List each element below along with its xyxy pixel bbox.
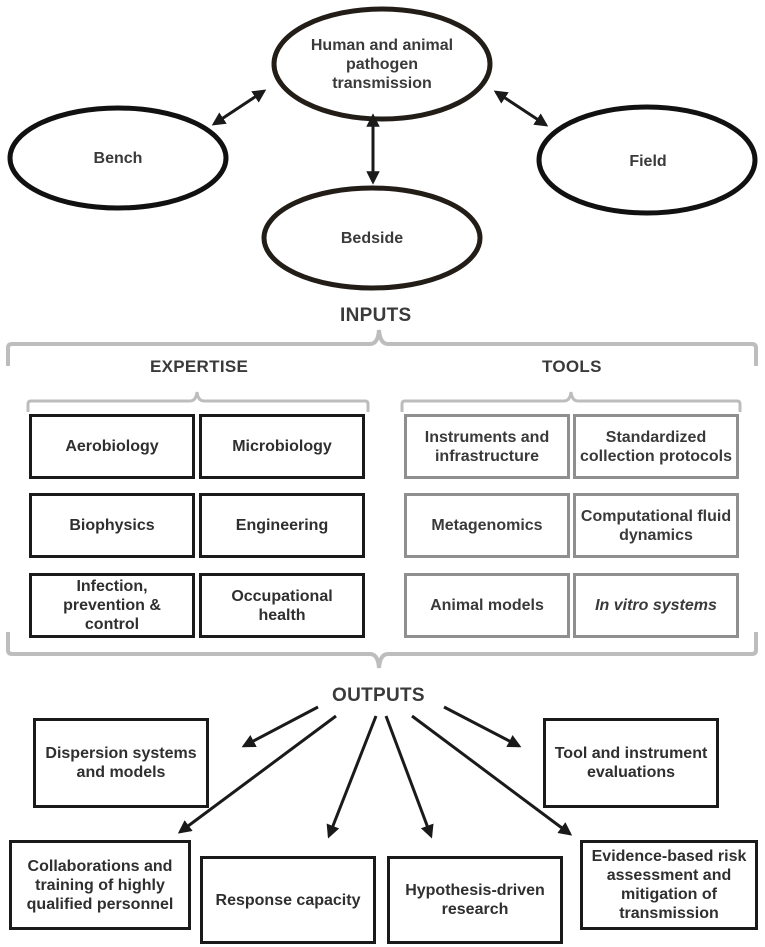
tool-cfd-box: Computational fluid dynamics <box>573 493 739 558</box>
tools-heading: TOOLS <box>542 357 602 376</box>
expertise-heading: EXPERTISE <box>150 357 249 376</box>
arrow-to-dispersion <box>241 705 319 748</box>
arrow-to-response-capacity <box>326 715 378 839</box>
output-tool-evaluations-box: Tool and instrument evaluations <box>543 718 719 808</box>
expertise-infection-control-box: Infection, prevention & control <box>29 573 195 638</box>
arrow-to-collaborations <box>177 714 337 834</box>
output-evidence-box: Evidence-based risk assessment and mitig… <box>580 840 758 930</box>
output-collaborations-box: Collaborations and training of highly qu… <box>9 840 191 930</box>
outputs-heading: OUTPUTS <box>332 685 425 706</box>
expertise-engineering-box: Engineering <box>199 493 365 558</box>
arrow-to-hypothesis <box>384 715 434 839</box>
expertise-microbiology-box: Microbiology <box>199 414 365 479</box>
output-response-capacity-box: Response capacity <box>200 856 376 944</box>
field-ellipse <box>536 104 758 216</box>
bottom-brace <box>6 632 758 669</box>
bench-pathogen-arrow <box>211 89 267 126</box>
tools-brace <box>400 391 742 412</box>
tool-in-vitro-box: In vitro systems <box>573 573 739 638</box>
tool-metagenomics-box: Metagenomics <box>404 493 570 558</box>
tool-animal-models-box: Animal models <box>404 573 570 638</box>
bedside-label: Bedside <box>340 229 404 247</box>
expertise-occupational-health-box: Occupational health <box>199 573 365 638</box>
arrow-to-evidence <box>411 714 573 836</box>
expertise-brace <box>26 391 370 412</box>
bench-label: Bench <box>93 149 143 167</box>
inputs-brace <box>6 329 758 366</box>
bedside-ellipse <box>261 185 483 291</box>
expertise-aerobiology-box: Aerobiology <box>29 414 195 479</box>
inputs-heading: INPUTS <box>340 305 412 326</box>
tool-instruments-box: Instruments and infrastructure <box>404 414 570 479</box>
pathogen-field-arrow <box>493 90 549 127</box>
arrow-to-tool-evaluations <box>443 705 522 748</box>
expertise-biophysics-box: Biophysics <box>29 493 195 558</box>
pathogen-transmission-label: Human and animal pathogen transmission <box>310 36 454 92</box>
bench-ellipse <box>7 105 229 211</box>
field-label: Field <box>629 152 667 170</box>
output-dispersion-box: Dispersion systems and models <box>33 718 209 808</box>
pathogen-transmission-ellipse <box>271 6 493 122</box>
output-hypothesis-box: Hypothesis-driven research <box>387 856 563 944</box>
tool-collection-protocols-box: Standardized collection protocols <box>573 414 739 479</box>
